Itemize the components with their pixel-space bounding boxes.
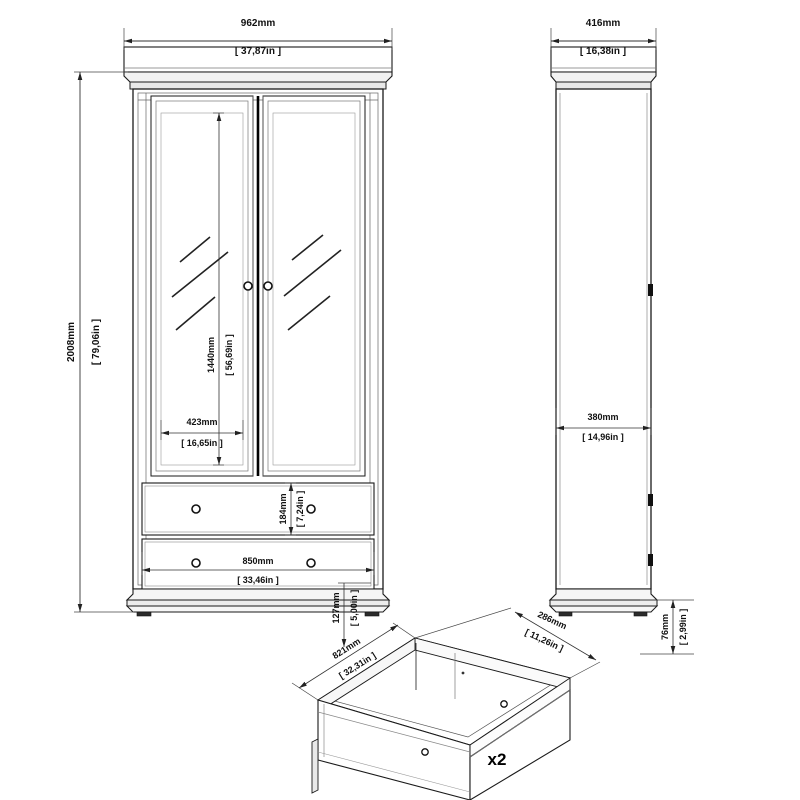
- dim-glass-width-in: [ 16,65in ]: [181, 438, 223, 448]
- dim-drawer-side-height-mm: 76mm: [660, 614, 670, 640]
- dim-drawer-width-in: [ 33,46in ]: [237, 575, 279, 585]
- side-plinth-base: [548, 588, 659, 617]
- side-foot-right: [633, 611, 648, 617]
- right-door-glass-reflections: [283, 234, 342, 331]
- plinth-base: [125, 588, 391, 617]
- right-door-knob[interactable]: [263, 281, 273, 291]
- foot-left: [136, 611, 152, 617]
- dim-carcass-depth-in: [ 14,96in ]: [582, 432, 624, 442]
- foot-right: [364, 611, 380, 617]
- hinge-upper-icon: [648, 284, 653, 296]
- drawer-box-isometric: [311, 637, 572, 800]
- dim-overall-depth-in: [ 16,38in ]: [580, 46, 626, 57]
- dim-drawer-width-mm: 850mm: [242, 556, 273, 566]
- dimension-drawer-width: 850mm [ 33,46in ]: [141, 552, 375, 585]
- left-glass-door[interactable]: [150, 95, 254, 477]
- drawer-detail-view: 127mm [ 5,00in ] 821mm [ 32,31in ] 286mm…: [291, 582, 694, 800]
- dimension-overall-height: 2008mm [ 79,06in ]: [66, 71, 134, 613]
- bottom-drawer-front[interactable]: [141, 538, 375, 590]
- hinge-middle-icon: [648, 494, 653, 506]
- drawer-detail-knob-side: [500, 700, 508, 708]
- dim-drawer-length-mm: 821mm: [331, 636, 363, 661]
- drawer-inner-dot: [461, 671, 465, 675]
- dim-overall-width-mm: 962mm: [241, 18, 276, 29]
- side-elevation-view: 416mm [ 16,38in ] 380mm [ 14,96in ]: [548, 18, 659, 617]
- dimension-drawer-height: 184mm [ 7,24in ]: [278, 482, 305, 536]
- dimension-carcass-depth: 380mm [ 14,96in ]: [555, 408, 652, 442]
- dim-overall-depth-mm: 416mm: [586, 18, 621, 29]
- dim-carcass-depth-mm: 380mm: [587, 412, 618, 422]
- dim-drawer-height-mm: 184mm: [278, 493, 288, 524]
- dimension-overall-width: 962mm [ 37,87in ]: [123, 18, 393, 57]
- dim-glass-width-mm: 423mm: [186, 417, 217, 427]
- top-drawer-knob-left[interactable]: [191, 504, 201, 514]
- cornice: [123, 46, 393, 90]
- dim-glass-height-in: [ 56,69in ]: [224, 334, 234, 376]
- side-hinges: [648, 284, 653, 566]
- dim-drawer-width-detail-in: [ 11,26in ]: [524, 627, 565, 653]
- dim-drawer-box-height-mm: 127mm: [331, 592, 341, 623]
- drawer-quantity-label: x2: [488, 750, 507, 769]
- drawer-detail-knobs: [421, 700, 508, 756]
- right-glass-door[interactable]: [262, 95, 366, 477]
- hinge-lower-icon: [648, 554, 653, 566]
- top-drawer-knob-right[interactable]: [306, 504, 316, 514]
- dim-drawer-box-height-in: [ 5,00in ]: [349, 590, 359, 627]
- dimension-drawer-side-height: 76mm [ 2,99in ]: [640, 599, 694, 655]
- dim-overall-height-in: [ 79,06in ]: [91, 319, 102, 365]
- dimension-overall-depth: 416mm [ 16,38in ]: [550, 18, 657, 57]
- dimension-glass-width: 423mm [ 16,65in ]: [160, 417, 244, 448]
- dim-overall-height-mm: 2008mm: [66, 322, 77, 362]
- side-cornice: [550, 46, 657, 90]
- side-foot-left: [558, 611, 573, 617]
- front-elevation-view: 962mm [ 37,87in ] 2008mm [ 79,06in ] 144…: [66, 18, 393, 617]
- dim-drawer-side-height-in: [ 2,99in ]: [678, 609, 688, 646]
- dim-drawer-height-in: [ 7,24in ]: [295, 491, 305, 528]
- bottom-drawer-knob-left[interactable]: [191, 558, 201, 568]
- side-carcass: [555, 88, 652, 590]
- dimension-glass-height: 1440mm [ 56,69in ]: [206, 112, 234, 466]
- top-drawer-front[interactable]: [141, 482, 375, 536]
- drawer-detail-knob-front: [421, 748, 429, 756]
- bottom-drawer-knob-right[interactable]: [306, 558, 316, 568]
- left-door-knob[interactable]: [243, 281, 253, 291]
- dim-overall-width-in: [ 37,87in ]: [235, 46, 281, 57]
- centre-meeting-stile: [252, 96, 264, 476]
- dim-glass-height-mm: 1440mm: [206, 337, 216, 373]
